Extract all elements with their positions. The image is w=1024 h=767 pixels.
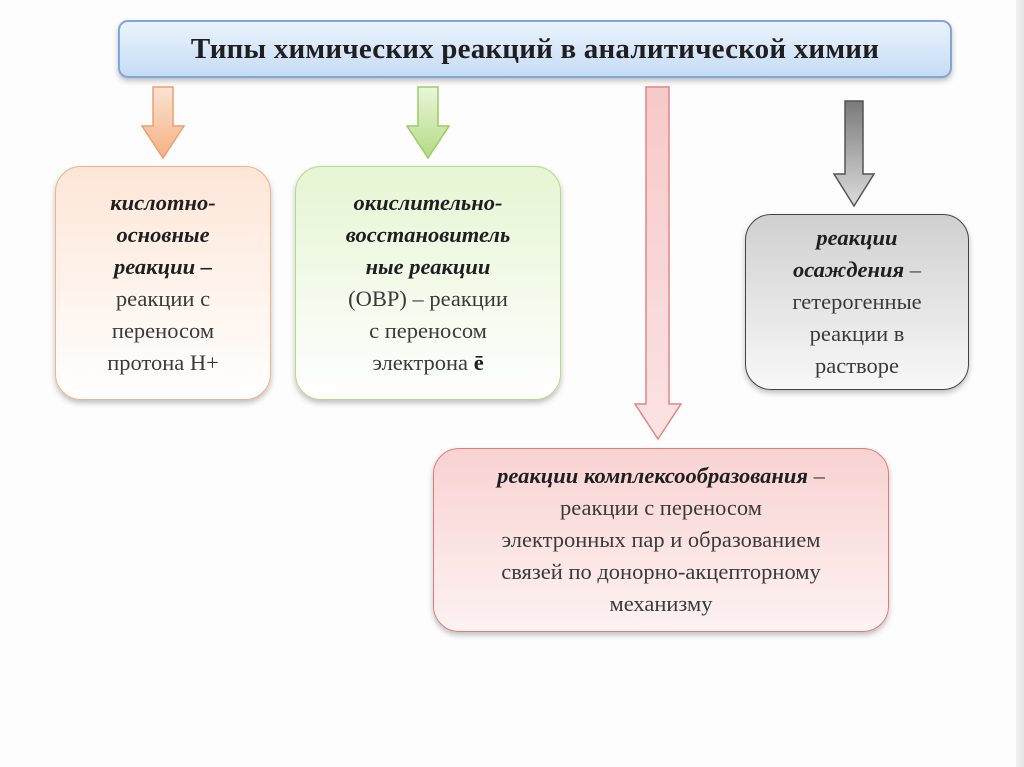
redox-def-line2: электрона: [372, 350, 469, 375]
electron-symbol: ē: [473, 350, 484, 375]
acid-base-term-line2: основные: [116, 222, 210, 247]
acid-base-term-line3: реакции –: [113, 254, 212, 279]
precipitation-term-line1: реакции: [816, 225, 898, 250]
complexation-text: реакции комплексообразования – реакции с…: [497, 460, 825, 620]
redox-term-line2: восстановитель: [345, 222, 511, 247]
precipitation-def-line3: растворе: [814, 353, 899, 378]
acid-base-def-line3: протона Н+: [107, 350, 219, 375]
acid-base-term-line1: кислотно-: [110, 190, 216, 215]
acid-base-def-line1: реакции с: [115, 286, 211, 311]
complexation-reactions-box: реакции комплексообразования – реакции с…: [433, 448, 889, 632]
complexation-def-line3: связей по донорно-акцепторному: [501, 559, 821, 584]
redox-reactions-box: окислительно- восстановитель ные реакции…: [295, 166, 561, 400]
complexation-dash: –: [807, 463, 825, 488]
arrow-down-redox: [406, 86, 450, 160]
precipitation-def-line1: гетерогенные: [792, 289, 922, 314]
arrow-down-acid-base: [141, 86, 185, 160]
arrow-down-complexation: [633, 86, 683, 441]
arrow-down-precipitation: [832, 100, 876, 208]
precipitation-reactions-box: реакции осаждения – гетерогенные реакции…: [745, 214, 969, 390]
precipitation-text: реакции осаждения – гетерогенные реакции…: [792, 222, 921, 382]
complexation-term: реакции комплексообразования: [497, 463, 808, 488]
redox-term-line3: ные реакции: [365, 254, 491, 279]
acid-base-def-line2: переносом: [111, 318, 215, 343]
precipitation-term-line2: осаждения: [793, 257, 905, 282]
redox-abbreviation: (ОВР) – реакции: [348, 286, 508, 311]
precipitation-dash: –: [904, 257, 921, 282]
redox-term-line1: окислительно-: [353, 190, 503, 215]
complexation-def-line1: реакции с переносом: [560, 495, 762, 520]
complexation-def-line4: механизму: [609, 591, 713, 616]
redox-text: окислительно- восстановитель ные реакции…: [346, 187, 511, 379]
slide-edge: [1016, 0, 1024, 767]
redox-def-line1: с переносом: [369, 318, 487, 343]
acid-base-reactions-box: кислотно- основные реакции – реакции с п…: [55, 166, 271, 400]
acid-base-text: кислотно- основные реакции – реакции с п…: [107, 187, 219, 379]
diagram-title: Типы химических реакций в аналитической …: [190, 32, 880, 65]
precipitation-def-line2: реакции в: [809, 321, 905, 346]
title-box: Типы химических реакций в аналитической …: [118, 20, 952, 78]
complexation-def-line2: электронных пар и образованием: [501, 527, 821, 552]
